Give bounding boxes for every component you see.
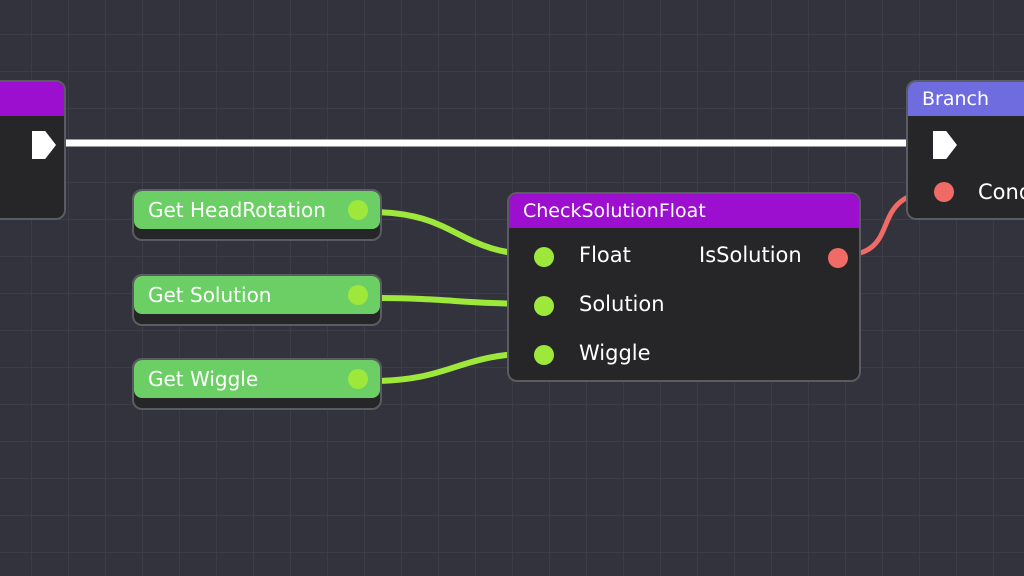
solution-input-label: Solution <box>579 292 665 316</box>
condition-label: Cond <box>978 180 1024 204</box>
wiggle-input-label: Wiggle <box>579 341 651 365</box>
get-wiggle-label: Get Wiggle <box>148 367 259 391</box>
wiggle-input-pin-icon[interactable] <box>534 345 554 365</box>
getter-body: Get Solution <box>134 276 380 314</box>
get-headrotation-node[interactable]: Get HeadRotation <box>132 189 382 241</box>
get-solution-node[interactable]: Get Solution <box>132 274 382 326</box>
exec-out-arrow-icon[interactable] <box>32 131 56 159</box>
getter-body: Get HeadRotation <box>134 191 380 229</box>
issolution-output-pin-icon[interactable] <box>828 248 848 268</box>
exec-in-arrow-icon[interactable] <box>933 131 957 159</box>
branch-node-title: Branch <box>908 82 1024 116</box>
getter-body: Get Wiggle <box>134 360 380 398</box>
headrotation-output-pin-icon[interactable] <box>348 200 368 220</box>
issolution-output-label: IsSolution <box>699 243 802 267</box>
float-input-pin-icon[interactable] <box>534 247 554 267</box>
check-solution-float-title: CheckSolutionFloat <box>509 194 859 228</box>
get-wiggle-node[interactable]: Get Wiggle <box>132 358 382 410</box>
left-event-node[interactable] <box>0 80 66 220</box>
wiggle-output-pin-icon[interactable] <box>348 369 368 389</box>
solution-output-pin-icon[interactable] <box>348 285 368 305</box>
branch-node[interactable]: Branch Cond <box>906 80 1024 220</box>
get-headrotation-label: Get HeadRotation <box>148 198 326 222</box>
left-node-header <box>0 82 64 116</box>
condition-pin-icon[interactable] <box>934 182 954 202</box>
solution-input-pin-icon[interactable] <box>534 296 554 316</box>
get-solution-label: Get Solution <box>148 283 272 307</box>
float-input-label: Float <box>579 243 631 267</box>
check-solution-float-node[interactable]: CheckSolutionFloat Float Solution Wiggle… <box>507 192 861 382</box>
